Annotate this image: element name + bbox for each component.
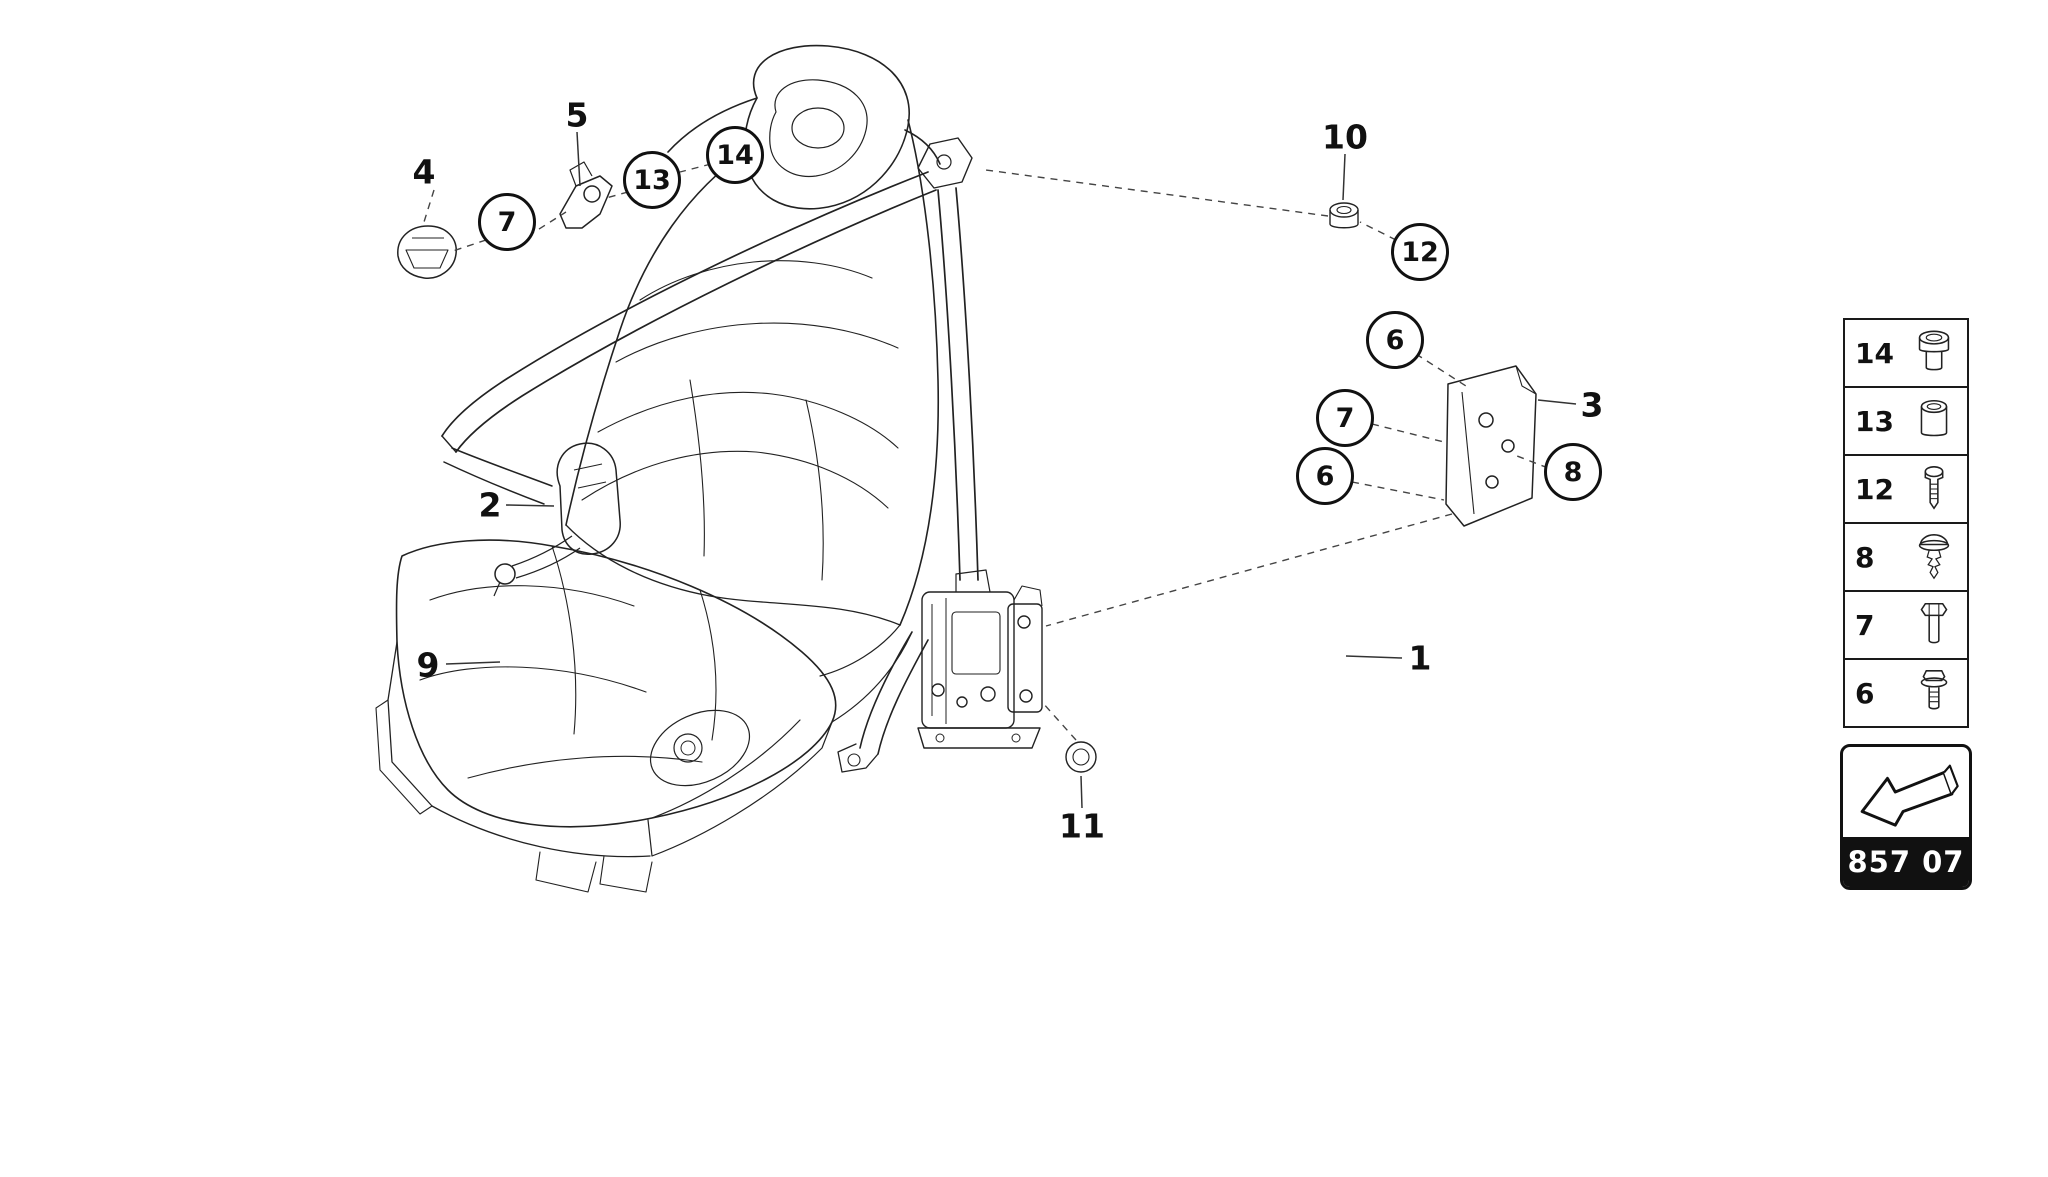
callout-12[interactable]: 12 (1391, 223, 1449, 281)
legend-number: 12 (1855, 472, 1894, 506)
callout-5[interactable]: 5 (565, 95, 589, 135)
spacer-sleeve-icon (1911, 394, 1957, 448)
legend-item-12[interactable]: 12 (1845, 454, 1967, 522)
callout-13[interactable]: 13 (623, 151, 681, 209)
callout-6-upper[interactable]: 6 (1366, 311, 1424, 369)
part-group-code: 857 07 (1843, 837, 1969, 887)
callout-4[interactable]: 4 (412, 152, 436, 192)
callout-7-right[interactable]: 7 (1316, 389, 1374, 447)
push-clip-icon (1911, 530, 1957, 584)
legend-item-8[interactable]: 8 (1845, 522, 1967, 590)
legend-number: 7 (1855, 608, 1875, 642)
callout-3[interactable]: 3 (1580, 385, 1604, 425)
callout-9[interactable]: 9 (416, 645, 440, 685)
legend-item-13[interactable]: 13 (1845, 386, 1967, 454)
callout-11[interactable]: 11 (1059, 806, 1105, 846)
legend-number: 6 (1855, 676, 1875, 710)
callout-7-left[interactable]: 7 (478, 193, 536, 251)
legend-number: 8 (1855, 540, 1875, 574)
part-group-box[interactable]: 857 07 (1840, 744, 1972, 890)
fastener-legend-panel: 14 13 12 (1843, 318, 1969, 728)
legend-number: 14 (1855, 336, 1894, 370)
flange-bolt-icon (1911, 666, 1957, 720)
legend-item-14[interactable]: 14 (1845, 320, 1967, 386)
callout-6-lower[interactable]: 6 (1296, 447, 1354, 505)
stud-bolt-icon (1911, 462, 1957, 516)
direction-arrow-icon (1843, 747, 1969, 837)
callout-1[interactable]: 1 (1408, 638, 1432, 678)
callout-2[interactable]: 2 (478, 485, 502, 525)
legend-number: 13 (1855, 404, 1894, 438)
legend-item-7[interactable]: 7 (1845, 590, 1967, 658)
hex-bolt-icon (1911, 598, 1957, 652)
legend-item-6[interactable]: 6 (1845, 658, 1967, 726)
cap-nut-icon (1911, 326, 1957, 380)
callout-10[interactable]: 10 (1322, 117, 1368, 157)
callout-14[interactable]: 14 (706, 126, 764, 184)
callout-8[interactable]: 8 (1544, 443, 1602, 501)
